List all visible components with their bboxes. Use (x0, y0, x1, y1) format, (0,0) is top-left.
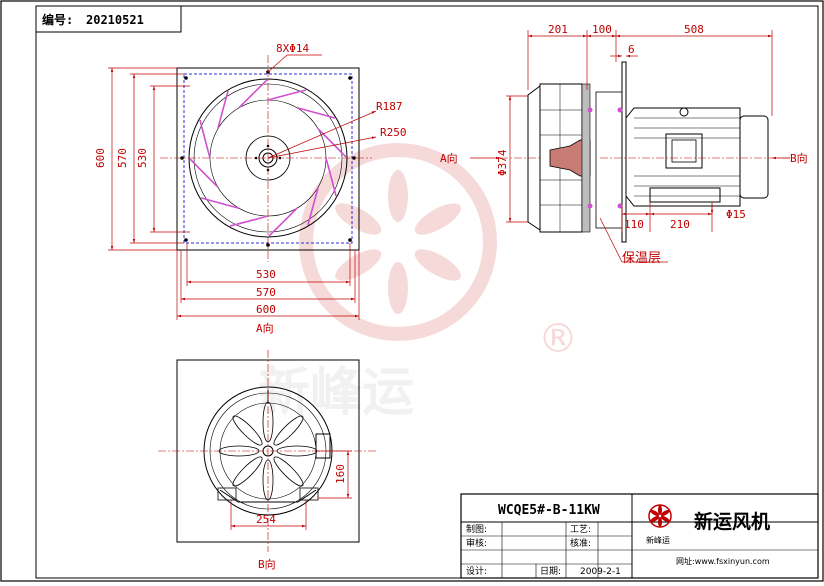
website: 网址:www.fsxinyun.com (676, 556, 770, 566)
label-process: 工艺: (570, 524, 591, 535)
side-dim-100: 100 (592, 23, 612, 36)
rear-width-dim: 254 (256, 513, 276, 526)
rear-height-dim: 160 (334, 464, 347, 484)
foot-dim-110: 110 (624, 218, 644, 231)
radius-outer-label: R250 (380, 126, 407, 139)
watermark-text: 新峰运 (258, 363, 414, 423)
code-value: 20210521 (86, 13, 144, 27)
rear-view-label: B向 (258, 557, 276, 571)
label-approve: 核准: (570, 537, 591, 549)
label-drawn: 制图: (466, 523, 487, 535)
foot-hole-dim: Φ15 (726, 208, 746, 221)
inlet-diameter-dim: Φ374 (496, 149, 509, 176)
drawing-code-box: 编号: 20210521 (35, 5, 182, 33)
company-logo: 新峰运 (646, 504, 672, 545)
side-dim-508: 508 (684, 23, 704, 36)
registered-mark: ® (538, 316, 578, 362)
label-date: 日期: (540, 566, 561, 577)
insulation-label: 保温层 (622, 251, 661, 266)
side-dim-201: 201 (548, 23, 568, 36)
sheet-frame (35, 5, 819, 579)
side-view: 201 100 508 6 Φ374 110 210 Φ15 保温层 A向 B向 (440, 23, 808, 266)
height-outer-dim: 600 (94, 148, 107, 168)
radius-inner-label: R187 (376, 100, 403, 113)
height-mid-dim: 570 (116, 148, 129, 168)
width-outer-dim: 600 (256, 303, 276, 316)
label-review: 审核: (466, 537, 487, 549)
company-name: 新运风机 (694, 510, 770, 533)
date-value: 2009-2-1 (580, 567, 621, 577)
front-view-label: A向 (256, 321, 274, 335)
logo-text: 新峰运 (646, 535, 670, 545)
width-inner-dim: 530 (256, 268, 276, 281)
holes-note: 8XΦ14 (276, 42, 309, 55)
foot-dim-210: 210 (670, 218, 690, 231)
height-inner-dim: 530 (136, 148, 149, 168)
title-block: WCQE5#-B-11KW 制图: 工艺: 审核: 核准: 设计: 日期: 20… (460, 493, 819, 579)
label-design: 设计: (466, 565, 487, 577)
watermark: 新峰运 ® (258, 143, 578, 423)
rear-view: 254 160 B向 (158, 350, 378, 571)
plate-thickness-dim: 6 (628, 43, 635, 56)
model-number: WCQE5#-B-11KW (498, 503, 600, 518)
side-a-view-label: A向 (440, 151, 458, 165)
width-mid-dim: 570 (256, 286, 276, 299)
front-view: 8XΦ14 R187 R250 600 570 530 530 570 600 (94, 42, 407, 335)
side-b-view-label: B向 (790, 151, 808, 165)
code-label: 编号: (41, 12, 73, 27)
